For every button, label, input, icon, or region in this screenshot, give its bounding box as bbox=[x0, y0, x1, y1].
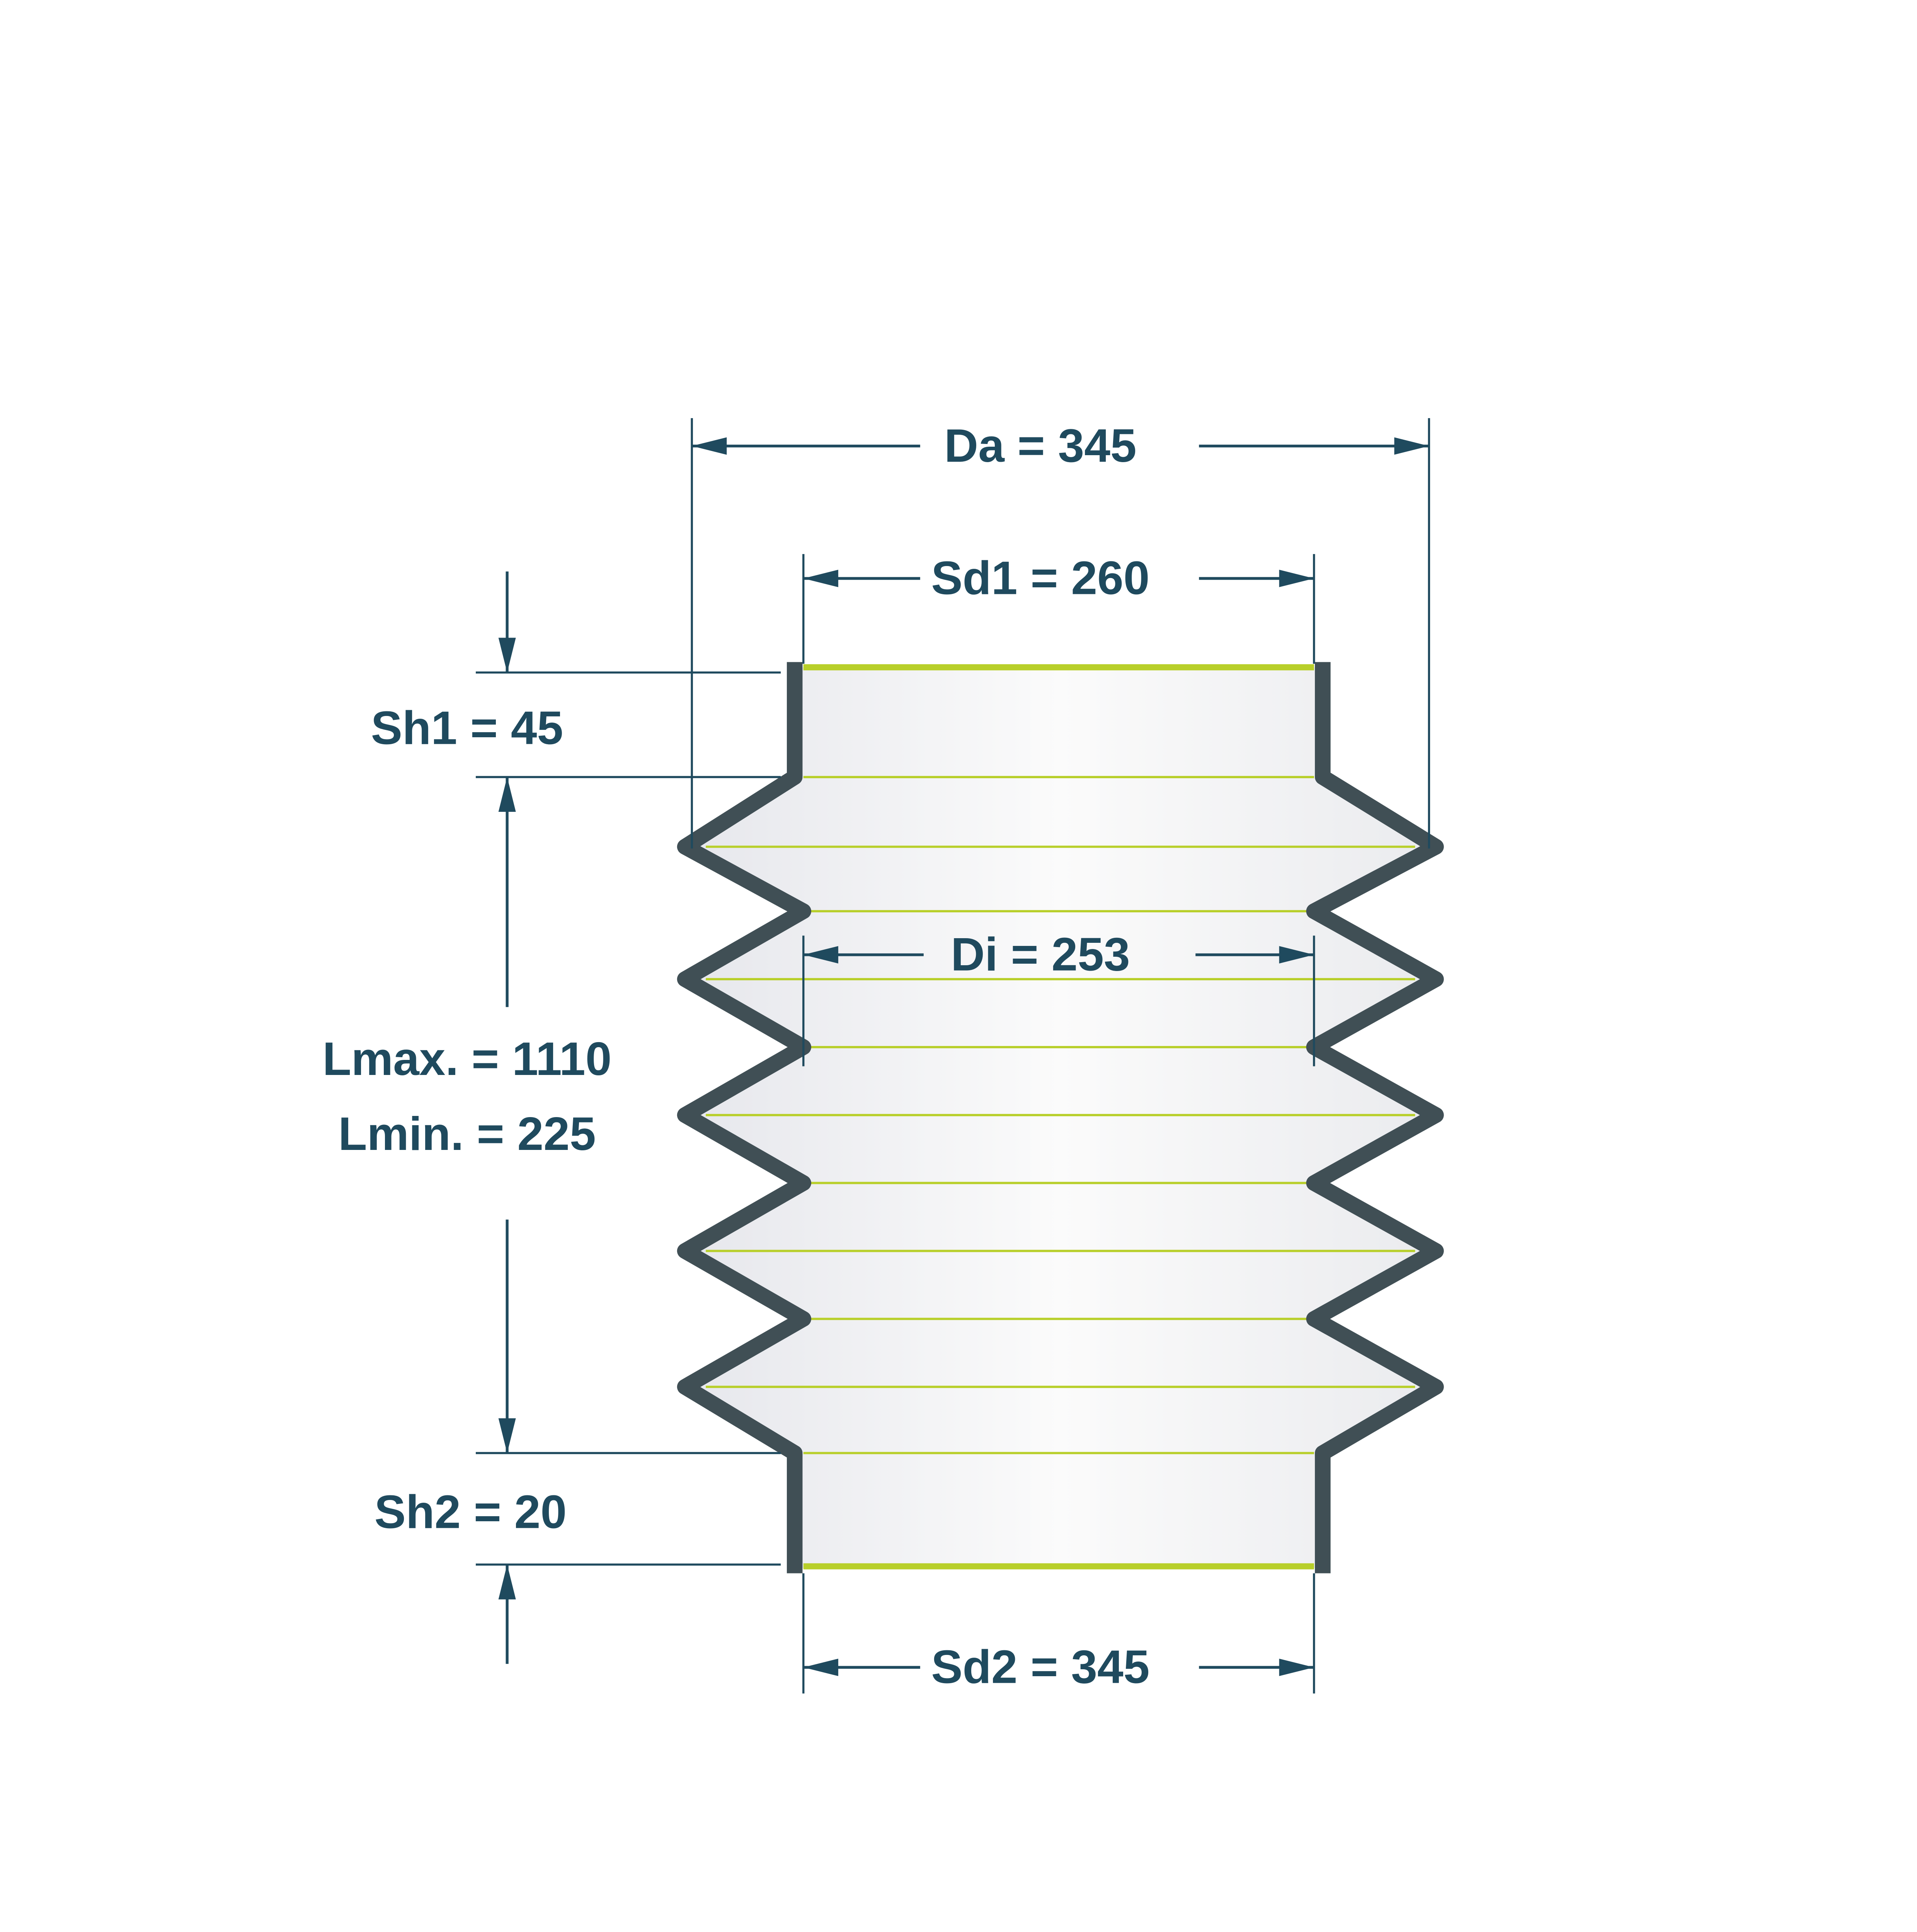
label-sh1: Sh1 = 45 bbox=[371, 701, 563, 754]
label-sd1: Sd1 = 260 bbox=[931, 552, 1149, 604]
dimension-arrows bbox=[498, 437, 1429, 1676]
drawing-page: Da = 345 Sd1 = 260 Di = 253 Sh1 = 45 Lma… bbox=[322, 418, 1444, 1694]
label-sd2: Sd2 = 345 bbox=[931, 1641, 1149, 1693]
label-da: Da = 345 bbox=[944, 419, 1136, 472]
label-lmin: Lmin. = 225 bbox=[338, 1107, 596, 1160]
bellows-body bbox=[685, 667, 1436, 1568]
label-sh2: Sh2 = 20 bbox=[375, 1485, 567, 1538]
label-lmax: Lmax. = 1110 bbox=[322, 1032, 611, 1085]
fold-lines bbox=[706, 664, 1415, 1570]
label-di: Di = 253 bbox=[951, 928, 1130, 981]
bellows-outline bbox=[677, 662, 1444, 1573]
bellows-diagram: Da = 345 Sd1 = 260 Di = 253 Sh1 = 45 Lma… bbox=[322, 418, 1444, 1694]
